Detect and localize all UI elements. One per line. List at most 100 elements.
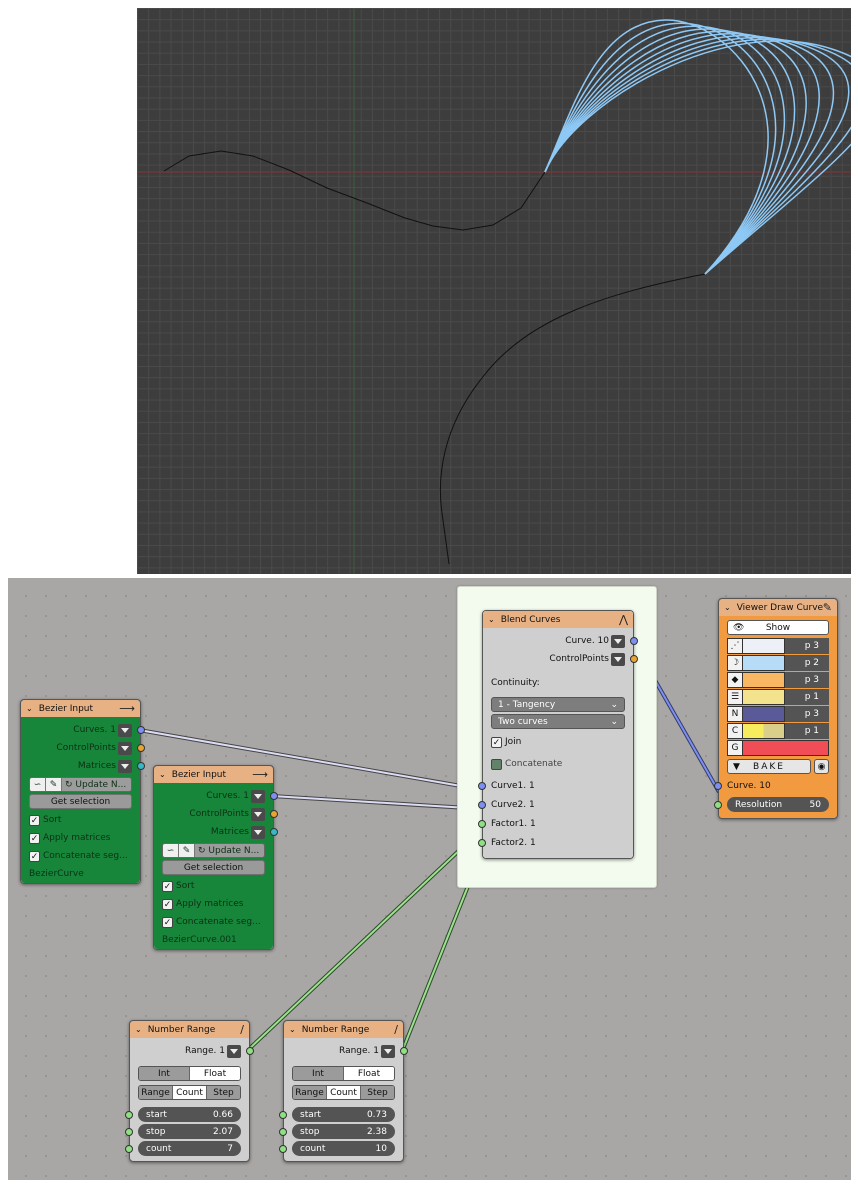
point-size-field[interactable]: p 1 (785, 723, 829, 739)
checkbox-icon[interactable]: ✓ (29, 832, 40, 844)
checkbox-icon[interactable]: ✓ (162, 916, 173, 928)
blend-curves-node[interactable]: ⌄ Blend Curves ⋀ Curve. 10 ControlPoints… (478, 610, 638, 859)
point-size-field[interactable]: p 2 (785, 655, 829, 671)
socket-menu-button[interactable] (251, 825, 265, 839)
checkbox-icon[interactable]: ✓ (29, 814, 40, 826)
collapse-chevron-icon[interactable]: ⌄ (724, 603, 731, 612)
g-row[interactable]: G (727, 740, 829, 756)
node-header[interactable]: ⌄ Bezier Input ⟶ (21, 700, 140, 717)
curve-icon[interactable]: ∽ (30, 778, 46, 791)
collapse-chevron-icon[interactable]: ⌄ (289, 1025, 296, 1034)
socket-menu-button[interactable] (251, 789, 265, 803)
point-size-field[interactable]: p 1 (785, 689, 829, 705)
checkbox-icon[interactable]: ✓ (491, 736, 502, 748)
node-header[interactable]: ⌄ Number Range ∕ (130, 1021, 249, 1038)
node-header[interactable]: ⌄ Blend Curves ⋀ (483, 611, 633, 628)
tab-step[interactable]: Step (207, 1086, 240, 1099)
sort-checkbox[interactable]: ✓Sort (21, 811, 140, 829)
tab-step[interactable]: Step (361, 1086, 394, 1099)
range-socket[interactable] (400, 1047, 408, 1055)
socket-menu-button[interactable] (251, 807, 265, 821)
color-swatch[interactable] (743, 655, 785, 671)
start-socket[interactable] (279, 1111, 287, 1119)
apply-matrices-checkbox[interactable]: ✓Apply matrices (21, 829, 140, 847)
curves-socket[interactable] (137, 726, 145, 734)
socket-menu-button[interactable] (611, 634, 625, 648)
viewer-row-icon[interactable]: N (727, 706, 743, 722)
tab-float[interactable]: Float (344, 1067, 394, 1080)
socket-menu-button[interactable] (227, 1044, 241, 1058)
concatenate-checkbox[interactable]: ✓Concatenate seg... (154, 913, 273, 931)
viewer-row[interactable]: ☽ p 2 (727, 655, 829, 671)
viewer-row[interactable]: ☰ p 1 (727, 689, 829, 705)
controlpoints-socket[interactable] (630, 655, 638, 663)
count-socket[interactable] (279, 1145, 287, 1153)
tab-range[interactable]: Range (139, 1086, 173, 1099)
update-row[interactable]: ∽✎↻ Update N... (162, 843, 265, 858)
collapse-chevron-icon[interactable]: ⌄ (159, 770, 166, 779)
tab-float[interactable]: Float (190, 1067, 240, 1080)
curve-input-socket[interactable] (714, 782, 722, 790)
stop-socket[interactable] (125, 1128, 133, 1136)
viewer-row[interactable]: ◆ p 3 (727, 672, 829, 688)
tab-int[interactable]: Int (293, 1067, 344, 1080)
tab-count[interactable]: Count (173, 1086, 207, 1099)
3d-viewport[interactable] (137, 8, 851, 574)
socket-menu-button[interactable] (381, 1044, 395, 1058)
viewer-row-icon[interactable]: ☽ (727, 655, 743, 671)
node-header[interactable]: ⌄ Number Range ∕ (284, 1021, 403, 1038)
eyedropper-icon[interactable]: ✎ (179, 844, 195, 857)
target-icon[interactable]: ◉ (814, 759, 829, 774)
point-size-field[interactable]: p 3 (785, 672, 829, 688)
color-swatch[interactable] (743, 638, 785, 654)
bezier-input-node-1[interactable]: ⌄ Bezier Input ⟶ Curves. 1 ControlPoints… (20, 699, 145, 884)
join-checkbox[interactable]: ✓Join (483, 731, 633, 753)
curve1-socket[interactable] (478, 782, 486, 790)
collapse-chevron-icon[interactable]: ⌄ (488, 615, 495, 624)
checkbox-icon[interactable] (491, 758, 502, 770)
mode-dropdown[interactable]: Two curves⌄ (491, 714, 625, 729)
viewer-row-icon[interactable]: C (727, 723, 743, 739)
controlpoints-socket[interactable] (137, 744, 145, 752)
factor2-socket[interactable] (478, 839, 486, 847)
g-color-swatch[interactable] (743, 740, 829, 756)
checkbox-icon[interactable]: ✓ (29, 850, 40, 862)
color-swatch[interactable] (743, 706, 785, 722)
socket-menu-button[interactable] (118, 741, 132, 755)
viewer-row-icon[interactable]: ◆ (727, 672, 743, 688)
color-swatch[interactable] (743, 672, 785, 688)
point-size-field[interactable]: p 3 (785, 638, 829, 654)
controlpoints-socket[interactable] (270, 810, 278, 818)
socket-menu-button[interactable] (118, 759, 132, 773)
bezier-input-node-2[interactable]: ⌄ Bezier Input ⟶ Curves. 1 ControlPoints… (153, 765, 278, 950)
start-socket[interactable] (125, 1111, 133, 1119)
eyedropper-icon[interactable]: ✎ (46, 778, 62, 791)
matrices-socket[interactable] (137, 762, 145, 770)
g-icon[interactable]: G (727, 740, 743, 756)
checkbox-icon[interactable]: ✓ (162, 898, 173, 910)
show-toggle[interactable]: 👁Show (727, 620, 829, 635)
range-socket[interactable] (246, 1047, 254, 1055)
concatenate-checkbox[interactable]: ✓Concatenate seg... (21, 847, 140, 865)
update-button[interactable]: ↻ Update N... (62, 778, 131, 791)
checkbox-icon[interactable]: ✓ (162, 880, 173, 892)
socket-menu-button[interactable] (118, 723, 132, 737)
color-swatch[interactable] (743, 723, 785, 739)
concatenate-checkbox[interactable]: Concatenate (483, 753, 633, 775)
collapse-chevron-icon[interactable]: ⌄ (135, 1025, 142, 1034)
stop-socket[interactable] (279, 1128, 287, 1136)
collapse-chevron-icon[interactable]: ⌄ (26, 704, 33, 713)
node-editor[interactable]: ⌄ Bezier Input ⟶ Curves. 1 ControlPoints… (8, 578, 851, 1180)
curve-icon[interactable]: ∽ (163, 844, 179, 857)
node-header[interactable]: ⌄ Viewer Draw Curve ✎ (719, 599, 837, 616)
bake-button[interactable]: ▼BAKE (727, 759, 811, 774)
update-button[interactable]: ↻ Update N... (195, 844, 264, 857)
update-row[interactable]: ∽✎↻ Update N... (29, 777, 132, 792)
viewer-row-icon[interactable]: ☰ (727, 689, 743, 705)
